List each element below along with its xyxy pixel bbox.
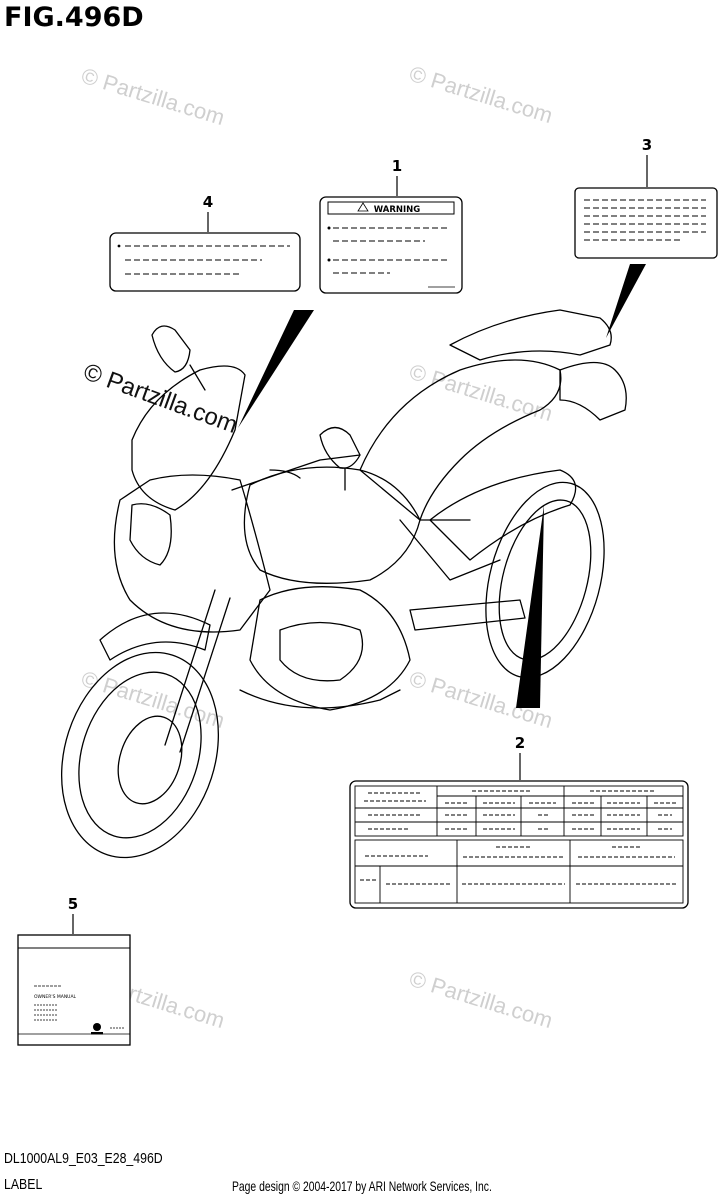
label-4-text-lines — [117, 244, 290, 275]
engine — [249, 586, 411, 711]
rear-wheel — [485, 481, 605, 679]
callout-number-3: 3 — [642, 136, 652, 154]
callout-5: 5 OWNER'S MANUAL — [17, 895, 131, 1046]
leader-wedges — [238, 264, 646, 708]
callout-4: 4 — [109, 193, 301, 292]
suzuki-logo-icon — [93, 1023, 101, 1031]
callout-1: 1 WARNING — [319, 157, 463, 294]
label-2-table — [354, 785, 684, 904]
fuel-tank — [243, 466, 421, 584]
side-panel — [429, 469, 577, 561]
watermark-dark: © Partzilla.com — [80, 358, 241, 439]
watermark: © Partzilla.com — [407, 966, 556, 1033]
mirror-right — [319, 426, 361, 491]
callout-3: 3 — [574, 136, 718, 259]
watermark: © Partzilla.com — [407, 359, 556, 426]
label-2 — [349, 780, 689, 909]
warning-text-lines — [327, 226, 448, 274]
rear-wheel-rim — [498, 499, 592, 661]
callout-number-4: 4 — [203, 193, 213, 211]
tail-section — [559, 361, 627, 421]
figure-caption: LABEL — [4, 1176, 43, 1193]
label-3-text-lines — [584, 199, 706, 241]
mirror-left — [151, 325, 206, 391]
page-credit: Page design © 2004-2017 by ARI Network S… — [232, 1178, 492, 1194]
headlight — [129, 503, 172, 566]
engine-cover — [279, 621, 364, 682]
label-3 — [574, 187, 718, 259]
leader-4 — [238, 310, 314, 428]
callout-number-1: 1 — [392, 157, 402, 175]
warning-triangle-icon — [357, 202, 369, 212]
swingarm — [409, 599, 526, 631]
front-wheel-rim — [78, 671, 202, 839]
callout-number-2: 2 — [515, 734, 525, 752]
skid-plate — [239, 689, 401, 709]
windscreen — [131, 365, 246, 511]
frame — [399, 519, 501, 581]
callout-2: 2 — [349, 734, 689, 909]
label-4 — [109, 232, 301, 292]
front-fork — [164, 589, 231, 753]
label-2-text-lines — [360, 790, 678, 885]
owners-manual — [17, 934, 131, 1046]
leader-2 — [516, 505, 544, 708]
rear-rack — [449, 309, 612, 361]
watermark: © Partzilla.com — [407, 61, 556, 128]
front-fender — [99, 612, 211, 661]
owners-manual-text-lines — [34, 1004, 58, 1021]
front-wheel — [60, 651, 220, 859]
front-disc — [117, 715, 183, 805]
figure-title: FIG.496D — [4, 2, 144, 33]
callout-number-5: 5 — [68, 895, 78, 913]
warning-heading: WARNING — [374, 205, 421, 215]
owners-manual-title: OWNER'S MANUAL — [34, 994, 77, 1000]
warning-label — [319, 196, 463, 294]
motorcycle-drawing — [60, 309, 627, 859]
watermark: © Partzilla.com — [79, 63, 228, 130]
leader-3 — [606, 264, 646, 338]
model-code: DL1000AL9_E03_E28_496D — [4, 1150, 163, 1167]
front-fairing — [113, 474, 271, 633]
